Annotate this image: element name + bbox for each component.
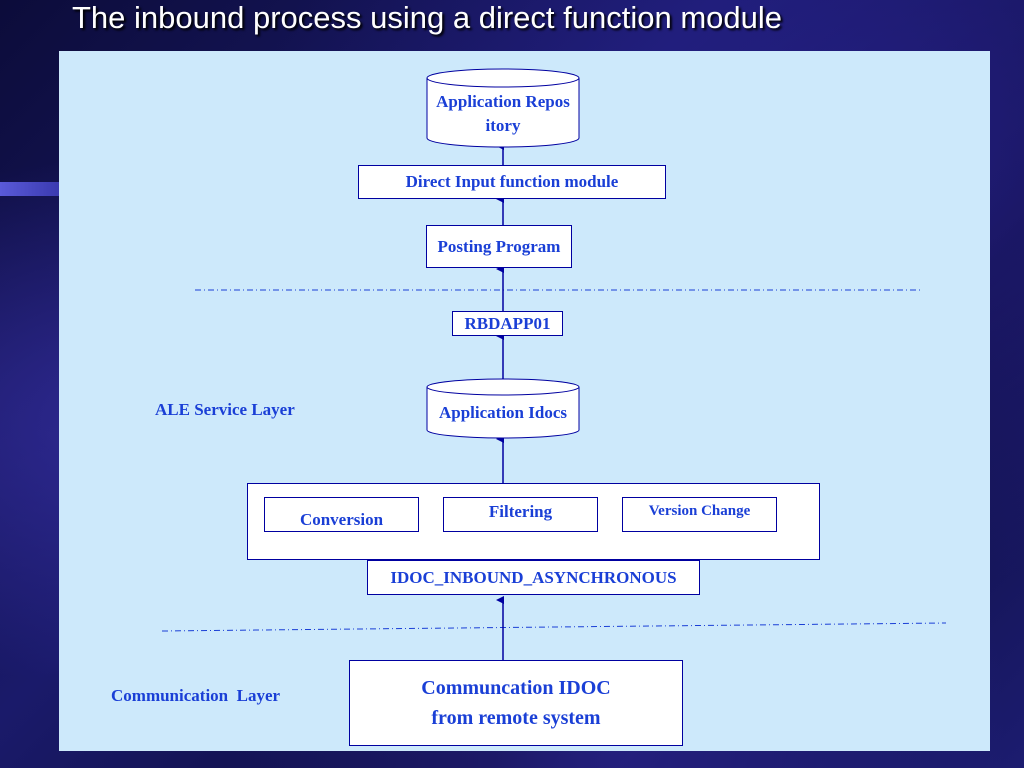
communication-idoc-line2: from remote system <box>431 707 601 729</box>
ale-service-layer-label: ALE Service Layer <box>155 400 295 419</box>
slide-title: The inbound process using a direct funct… <box>72 0 782 35</box>
communication-idoc-line1: Communcation IDOC <box>421 677 611 699</box>
posting-program-box: Posting Program <box>426 225 572 268</box>
version-change-box: Version Change <box>622 497 777 532</box>
conversion-box: Conversion <box>264 497 419 532</box>
decorative-stripe <box>0 182 60 196</box>
idoc-inbound-asynchronous-box: IDOC_INBOUND_ASYNCHRONOUS <box>367 560 700 595</box>
filtering-box: Filtering <box>443 497 598 532</box>
repository-label-line2: itory <box>485 116 521 135</box>
cylinder-shape <box>426 378 580 439</box>
app-idocs-label: Application Idocs <box>439 403 567 422</box>
direct-input-box: Direct Input function module <box>358 165 666 199</box>
communication-idoc-box: Communcation IDOC from remote system <box>349 660 683 746</box>
application-idocs-cylinder: Application Idocs <box>426 378 580 440</box>
cylinder-shape <box>426 68 580 148</box>
communication-layer-divider <box>161 622 947 632</box>
application-repository-cylinder: Application Repos itory <box>426 68 580 148</box>
communication-layer-label: Communication Layer <box>111 686 281 705</box>
repository-label-line1: Application Repos <box>436 92 570 111</box>
rbdapp01-box: RBDAPP01 <box>452 311 563 336</box>
